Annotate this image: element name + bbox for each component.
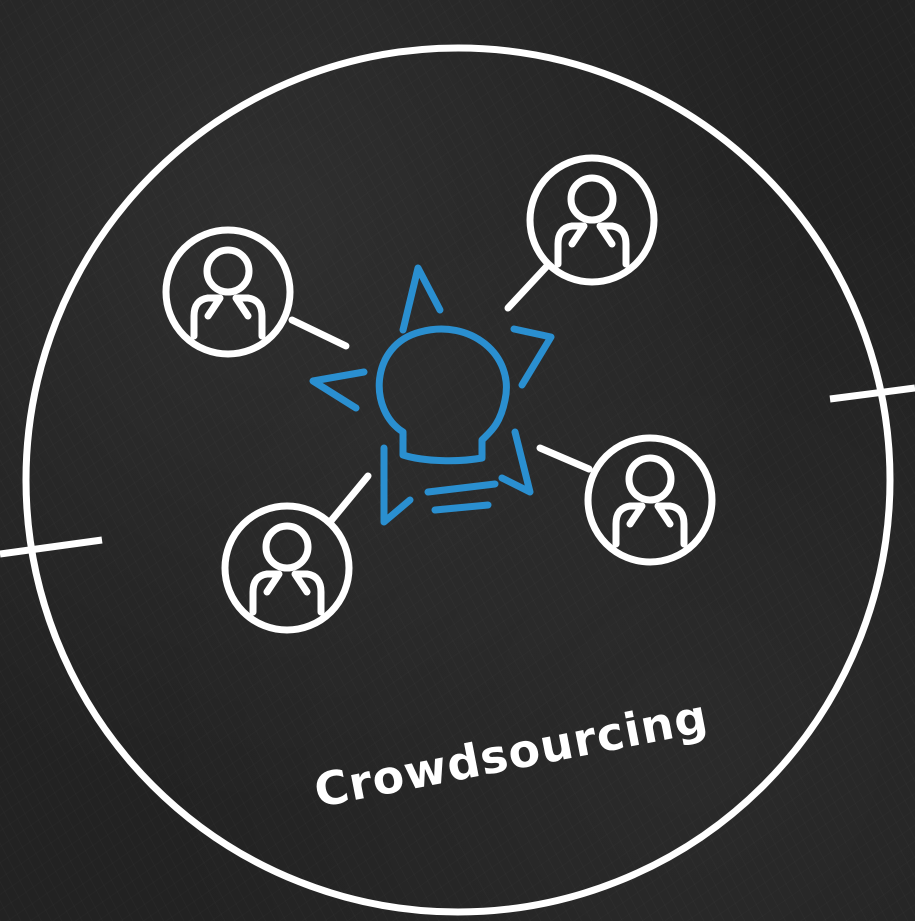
person-icon-top-left <box>166 230 290 354</box>
title-text: Crowdsourcing <box>310 689 713 818</box>
frame-circle <box>22 44 894 916</box>
person-icon-top-right <box>530 158 654 282</box>
frame-tick-right <box>829 384 915 403</box>
connector-top-left <box>288 316 350 350</box>
lightbulb-icon <box>309 264 555 526</box>
connector-bottom-right <box>536 444 593 473</box>
connector-top-right <box>504 261 552 312</box>
person-icon-bottom-right <box>588 438 712 562</box>
person-icon-bottom-left <box>225 506 349 630</box>
frame-tick-left <box>0 536 103 558</box>
connector-bottom-left <box>326 472 372 526</box>
